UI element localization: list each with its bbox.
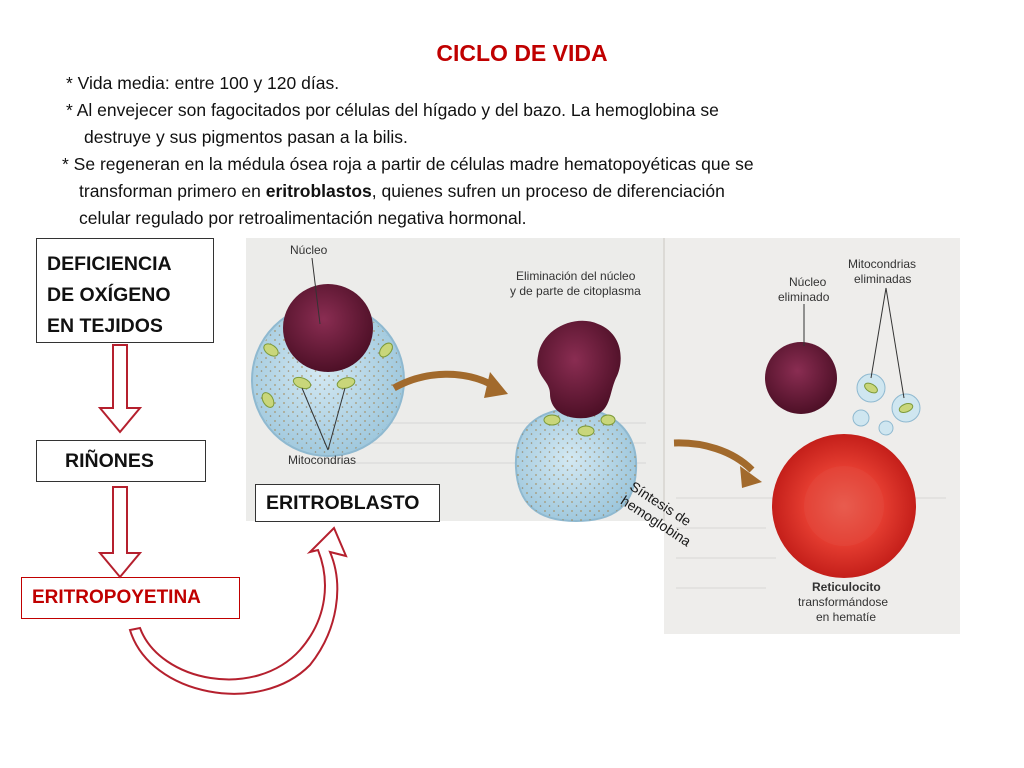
process-arrow-2 [673,439,755,473]
arrow-down-2 [97,486,143,579]
erythroblast-cell [251,284,405,457]
mitochondria-eliminated [852,373,921,436]
box-deficiencia-oxigeno: DEFICIENCIA DE OXÍGENO EN TEJIDOS [36,238,214,343]
nucleus-eliminated [765,342,837,414]
bullet-lifespan: * Vida media: entre 100 y 120 días. [66,73,340,93]
label-mito-eliminadas-1: Mitocondrias [848,257,916,271]
label-nucleo-eliminado-2: eliminado [778,290,830,304]
page-title: CICLO DE VIDA [436,40,608,66]
bullet-phagocytosis: * Al envejecer son fagocitados por célul… [62,97,962,151]
bullet-regeneration-line1: * Se regeneran en la médula ósea roja a … [62,154,754,174]
bullet-regeneration-line2: transforman primero en eritroblastos, qu… [62,178,962,205]
bullet-regeneration: * Se regeneran en la médula ósea roja a … [62,151,962,232]
reticulocyte-cell [772,434,916,578]
bullet-regeneration-line3: celular regulado por retroalimentación n… [79,208,527,228]
label-transformandose: transformándose [798,595,888,609]
label-mito-eliminadas-2: eliminadas [854,272,911,286]
label-eliminacion-2: y de parte de citoplasma [510,284,641,298]
bullet-regeneration-eritroblastos: eritroblastos [265,181,372,201]
bullet-regeneration-line2-pre: transforman primero en [79,181,266,201]
box-eritroblasto: ERITROBLASTO [255,484,440,522]
label-en-hematie: en hematíe [816,610,876,624]
label-nucleo: Núcleo [290,243,328,257]
process-arrow-1 [392,370,496,392]
box-deficiencia-line3: EN TEJIDOS [47,315,163,337]
label-nucleo-eliminado-1: Núcleo [789,275,827,289]
enucleating-cell [514,320,638,523]
nucleus [283,284,373,372]
arrow-curved-to-eritroblasto [128,526,348,695]
bullet-list: * Vida media: entre 100 y 120 días. * Al… [62,70,962,232]
nucleus-extruding [537,320,621,419]
label-reticulocito: Reticulocito [812,580,881,594]
box-eritropoyetina: ERITROPOYETINA [21,577,240,619]
arrow-down-1 [97,344,143,434]
bullet-phagocytosis-line1: * Al envejecer son fagocitados por célul… [66,100,719,120]
box-deficiencia-line1: DEFICIENCIA [47,253,172,275]
erythropoiesis-illustration: Núcleo Mitocondrias Eliminación del núcl… [246,238,960,634]
bullet-regeneration-line2-post: , quienes sufren un proceso de diferenci… [371,181,725,201]
bullet-phagocytosis-line2: destruye y sus pigmentos pasan a la bili… [84,127,408,147]
label-eliminacion-1: Eliminación del núcleo [516,269,636,283]
box-deficiencia-line2: DE OXÍGENO [47,284,171,306]
box-rinones: RIÑONES [36,440,206,482]
label-mitocondrias: Mitocondrias [288,453,356,467]
